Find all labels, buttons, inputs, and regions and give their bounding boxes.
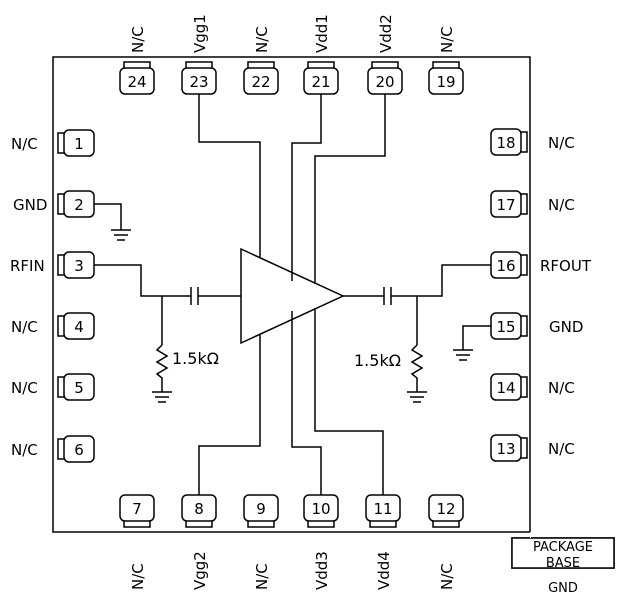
pin-15: 15 GND <box>490 312 583 340</box>
pin-label: N/C <box>548 134 575 152</box>
pin-label: N/C <box>253 26 271 53</box>
pins-top: 24 N/C 23 Vgg1 22 N/C 21 Vdd1 20 Vdd2 <box>119 14 464 95</box>
right-resistor <box>410 344 424 392</box>
pin-5: 5 N/C <box>11 373 95 401</box>
pin-14: 14 N/C <box>490 373 575 401</box>
package-body <box>52 56 531 533</box>
pins-right: 18 N/C 17 N/C 16 RFOUT 15 GND 14 N/C <box>490 128 592 462</box>
pin-label: GND <box>13 196 47 214</box>
pin-label: N/C <box>11 379 38 397</box>
pin-number: 13 <box>496 440 515 458</box>
pin-number: 22 <box>251 73 270 91</box>
package-base-line1: PACKAGE <box>533 540 593 555</box>
pin-number: 24 <box>127 73 146 91</box>
pin-4: 4 N/C <box>11 312 95 340</box>
pin-number: 16 <box>496 257 515 275</box>
pin-number: 19 <box>436 73 455 91</box>
pin-number: 11 <box>373 500 392 518</box>
pin-number: 10 <box>311 500 330 518</box>
pin-label: N/C <box>438 563 456 590</box>
pin-24: 24 N/C <box>119 26 155 95</box>
pin-label: Vgg1 <box>191 14 209 53</box>
pin-number: 4 <box>74 318 84 336</box>
ground-icon <box>111 229 131 241</box>
pin-21: 21 Vdd1 <box>303 14 339 95</box>
pin-label: N/C <box>548 196 575 214</box>
pin-8: 8 Vgg2 <box>181 494 217 590</box>
pin-label: Vdd3 <box>313 551 331 590</box>
pin-10: 10 Vdd3 <box>303 494 339 590</box>
pin-1: 1 N/C <box>11 129 95 157</box>
pin-number: 9 <box>256 500 266 518</box>
pin-number: 1 <box>74 135 84 153</box>
pin-label: GND <box>549 318 583 336</box>
pin-label: N/C <box>438 26 456 53</box>
pins-bottom: 7 N/C 8 Vgg2 9 N/C 10 Vdd3 11 Vdd4 <box>119 494 464 590</box>
pin-number: 7 <box>132 500 142 518</box>
pin-label: RFIN <box>10 257 45 275</box>
pin-number: 6 <box>74 441 84 459</box>
pin-number: 23 <box>189 73 208 91</box>
left-resistor <box>155 344 169 392</box>
pin-label: N/C <box>11 318 38 336</box>
pin-label: N/C <box>548 440 575 458</box>
pin-19: 19 N/C <box>428 26 464 95</box>
pin-number: 17 <box>496 196 515 214</box>
pin-label: RFOUT <box>540 257 592 275</box>
pin-22: 22 N/C <box>243 26 279 95</box>
pin-label: Vgg2 <box>191 551 209 590</box>
pin-3: 3 RFIN <box>10 251 95 279</box>
package-base: PACKAGE BASE GND <box>511 532 615 596</box>
pin-number: 5 <box>74 379 84 397</box>
pin-11: 11 Vdd4 <box>365 494 401 590</box>
wiring: 1.5kΩ 1.5kΩ <box>94 94 491 495</box>
pin-20: 20 Vdd2 <box>367 14 403 95</box>
pin-label: N/C <box>129 26 147 53</box>
pin-6: 6 N/C <box>11 435 95 463</box>
pin-12: 12 N/C <box>428 494 464 590</box>
ground-icon <box>453 349 473 361</box>
package-base-line2: BASE <box>546 556 580 571</box>
input-capacitor <box>190 287 199 305</box>
pin-label: N/C <box>548 379 575 397</box>
pin-7: 7 N/C <box>119 494 155 590</box>
pin-label: N/C <box>11 441 38 459</box>
pin-16: 16 RFOUT <box>490 251 592 279</box>
pin-label: Vdd4 <box>375 551 393 590</box>
pin-label: Vdd2 <box>377 14 395 53</box>
pin-17: 17 N/C <box>490 190 575 218</box>
pin-number: 15 <box>496 318 515 336</box>
pin-number: 21 <box>311 73 330 91</box>
pin-number: 8 <box>194 500 204 518</box>
left-resistor-label: 1.5kΩ <box>172 349 219 368</box>
pin-label: N/C <box>11 135 38 153</box>
pin-23: 23 Vgg1 <box>181 14 217 95</box>
pin-label: N/C <box>129 563 147 590</box>
pin-label: Vdd1 <box>313 14 331 53</box>
pin-9: 9 N/C <box>243 494 279 590</box>
pin-number: 2 <box>74 196 84 214</box>
ground-icon <box>152 391 172 403</box>
pin-number: 12 <box>436 500 455 518</box>
pin-number: 14 <box>496 379 515 397</box>
package-base-gnd: GND <box>548 581 578 596</box>
pin-number: 20 <box>375 73 394 91</box>
right-resistor-label: 1.5kΩ <box>354 351 401 370</box>
pin-13: 13 N/C <box>490 434 575 462</box>
pin-label: N/C <box>253 563 271 590</box>
ground-icon <box>407 391 427 403</box>
pin-18: 18 N/C <box>490 128 575 156</box>
output-capacitor <box>383 287 392 305</box>
pin-number: 18 <box>496 134 515 152</box>
pins-left: 1 N/C 2 GND 3 RFIN 4 N/C 5 N/C <box>10 129 95 463</box>
pin-number: 3 <box>74 257 84 275</box>
